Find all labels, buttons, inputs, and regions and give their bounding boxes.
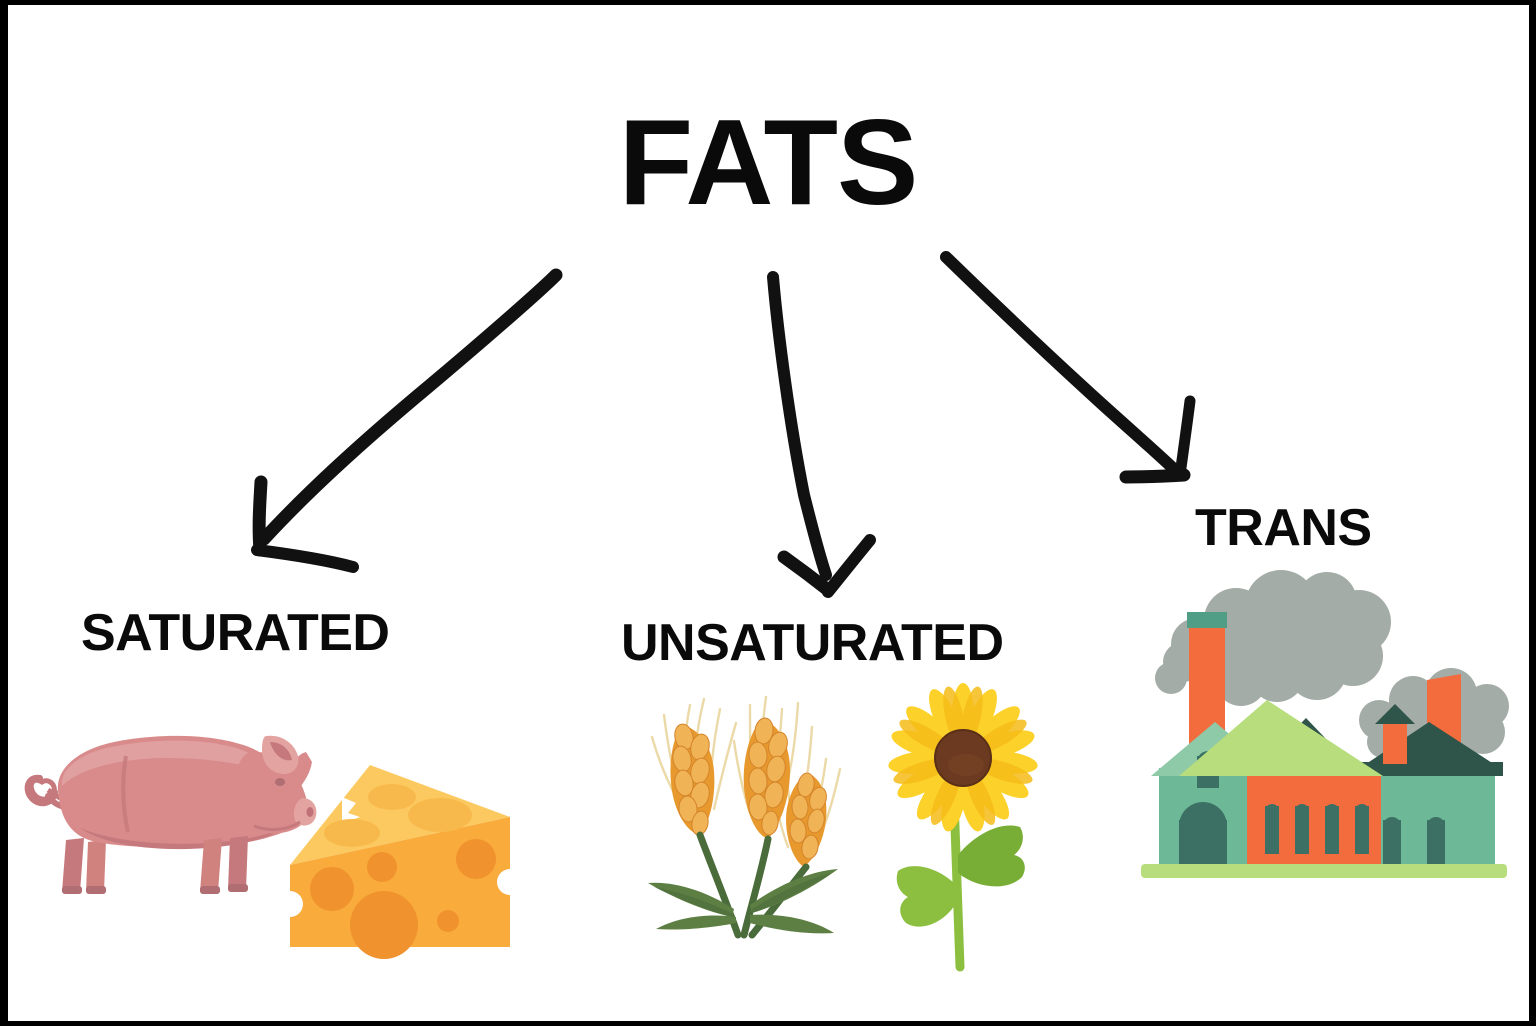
wheat-stalks-illustration bbox=[630, 685, 862, 939]
factory-ground bbox=[1141, 864, 1507, 878]
wheat-head-middle bbox=[743, 717, 790, 839]
factory-illustration bbox=[1131, 570, 1521, 900]
wheat-head-right bbox=[786, 772, 827, 867]
factory-building-right bbox=[1357, 704, 1503, 864]
wheat-head-left bbox=[670, 723, 715, 836]
diagram-frame: FATS SATURATED UNSATURATED TRANS bbox=[8, 5, 1529, 1021]
down-arrow bbox=[767, 271, 876, 598]
down-left-arrow bbox=[251, 268, 563, 573]
down-right-arrow bbox=[940, 251, 1196, 484]
sunflower-illustration bbox=[880, 683, 1052, 972]
arrows-layer bbox=[251, 251, 1196, 598]
cheese-wedge-illustration bbox=[270, 757, 525, 959]
pig-illustration bbox=[18, 720, 318, 905]
factory-building-center bbox=[1179, 700, 1383, 864]
branch-label-saturated: SATURATED bbox=[81, 604, 390, 662]
branch-label-unsaturated: UNSATURATED bbox=[621, 614, 1004, 672]
page-title: FATS bbox=[618, 94, 919, 230]
branch-label-trans: TRANS bbox=[1195, 499, 1372, 557]
